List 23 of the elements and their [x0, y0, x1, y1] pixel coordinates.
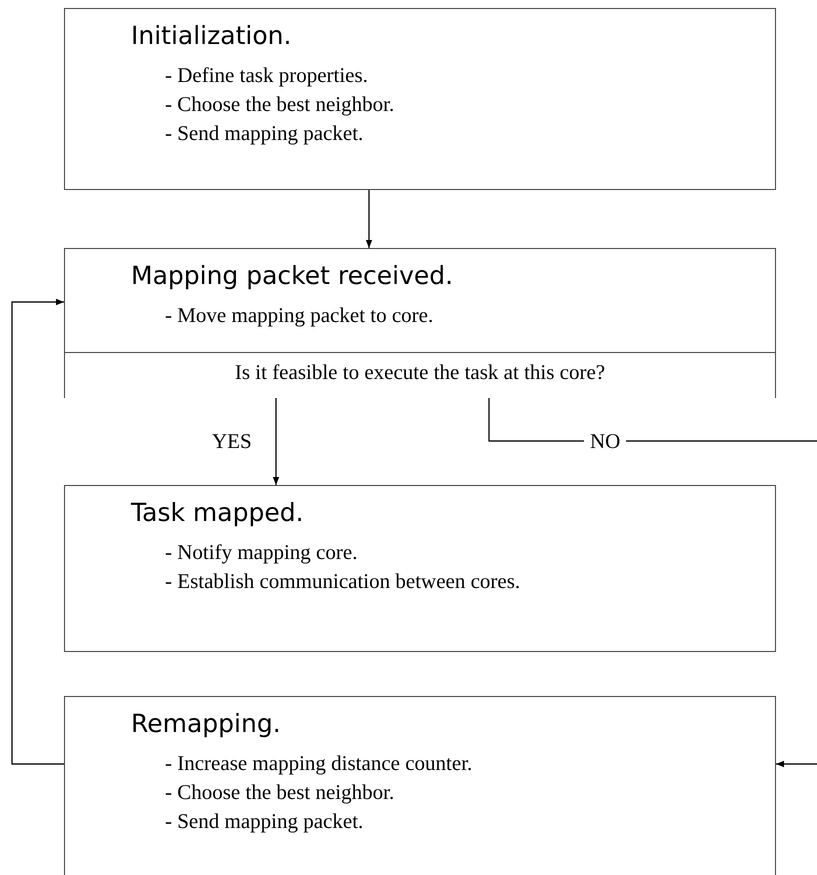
- bullet-text: - Define task properties.: [165, 63, 368, 88]
- box-heading: Mapping packet received.: [131, 261, 454, 290]
- bullet-text: - Increase mapping distance counter.: [165, 751, 472, 776]
- process-box: [64, 485, 776, 652]
- question-text: Is it feasible to execute the task at this core?: [234, 360, 606, 385]
- bullet-text: - Choose the best neighbor.: [165, 92, 394, 117]
- arrow: [366, 190, 372, 248]
- decision-band: [64, 352, 776, 398]
- arrow: [272, 397, 280, 485]
- bullet-text: - Notify mapping core.: [165, 540, 358, 565]
- arrow: [488, 397, 817, 768]
- box-heading: Task mapped.: [131, 498, 304, 527]
- box-heading: Remapping.: [131, 709, 281, 738]
- bullet-text: - Send mapping packet.: [165, 121, 364, 146]
- bullet-text: - Send mapping packet.: [165, 809, 364, 834]
- arrow: [11, 298, 64, 765]
- bullet-text: - Choose the best neighbor.: [165, 780, 394, 805]
- process-box: [64, 248, 776, 397]
- box-heading: Initialization.: [131, 21, 292, 50]
- process-box: [64, 696, 776, 875]
- bullet-text: - Establish communication between cores.: [165, 569, 520, 594]
- process-box: [64, 8, 776, 190]
- bullet-text: - Move mapping packet to core.: [165, 303, 434, 328]
